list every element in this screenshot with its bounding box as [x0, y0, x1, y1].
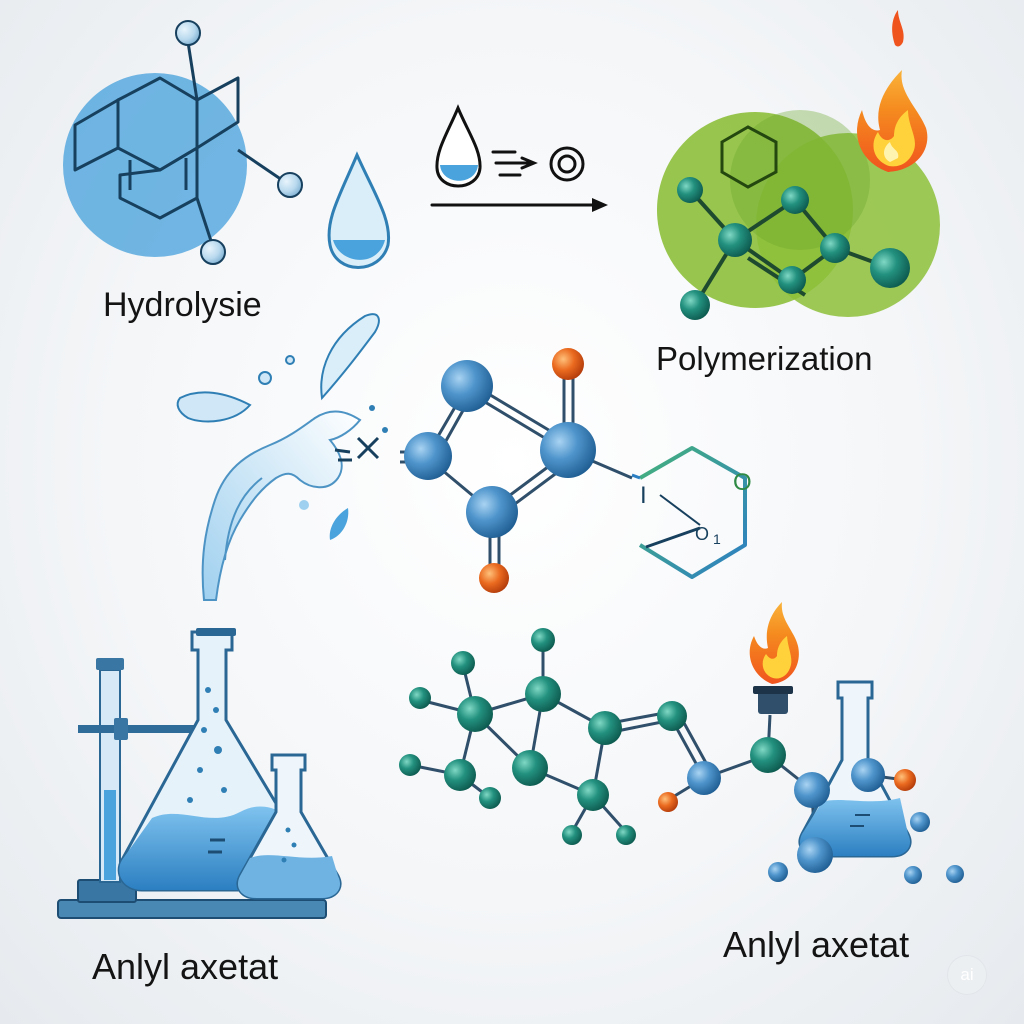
- flame-icon-top: [857, 10, 928, 172]
- compound-label-right: Anlyl axetat: [723, 924, 910, 965]
- pyran-ring-icon: [631, 446, 747, 579]
- central-molecule-icon: [400, 348, 633, 593]
- lab-glassware-right-icon: [768, 680, 964, 884]
- water-splash-icon: [176, 313, 388, 601]
- ring-atom-o-top: O: [733, 469, 752, 496]
- reaction-arrow-icon: [430, 104, 608, 212]
- ai-watermark-badge: ai: [947, 955, 987, 995]
- hydrolysis-label: Hydrolysie: [103, 286, 262, 324]
- ring-atom-i: I: [640, 482, 647, 509]
- flame-icon-bottom: [749, 602, 799, 714]
- polymerization-label: Polymerization: [656, 340, 873, 377]
- ring-atom-subscript: 1: [713, 531, 721, 547]
- bottom-molecule-icon: [399, 628, 906, 853]
- compound-label-left: Anlyl axetat: [92, 946, 279, 987]
- polymerization-molecule-icon: [657, 110, 940, 320]
- water-drop-icon: [327, 151, 391, 269]
- lab-glassware-left-icon: [57, 628, 342, 919]
- hydrolysis-molecule-icon: [63, 20, 303, 265]
- ring-atom-o-inner: O: [695, 524, 709, 544]
